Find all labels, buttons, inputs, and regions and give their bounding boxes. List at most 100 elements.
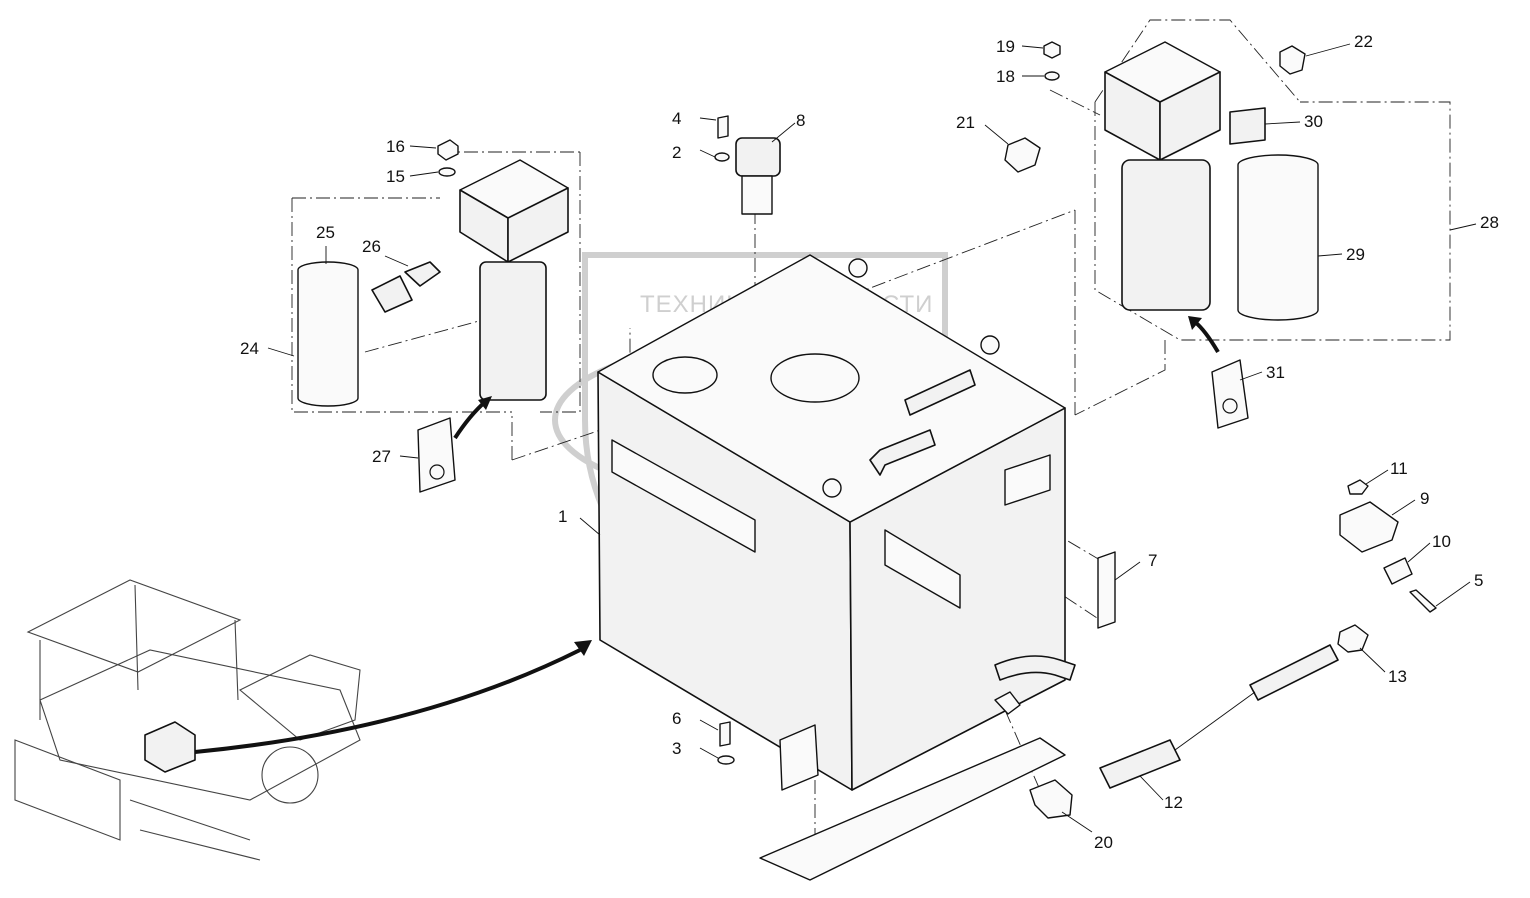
- left-filter-bowl: [479, 261, 547, 401]
- callout-31: 31: [1266, 363, 1285, 382]
- leader-30: [1264, 121, 1301, 125]
- plug-22: [1279, 45, 1306, 75]
- callout-21: 21: [956, 113, 975, 132]
- arrow-head-31: [1188, 316, 1202, 330]
- callout-29: 29: [1346, 245, 1365, 264]
- tank-port-left: [652, 356, 718, 394]
- leader-4: [699, 117, 717, 121]
- callout-19: 19: [996, 37, 1015, 56]
- nut-13: [1337, 624, 1369, 653]
- mounting-rail: [759, 737, 1066, 881]
- leader-27: [399, 455, 419, 459]
- leader-10: [1407, 542, 1431, 563]
- bag-31: [1211, 359, 1249, 429]
- right-filter-assembly: [1004, 41, 1319, 429]
- leader-11: [1365, 469, 1389, 485]
- breather-cap-assembly: [714, 115, 781, 215]
- callout-26: 26: [362, 237, 381, 256]
- nut-11: [1347, 479, 1369, 495]
- leader-21: [984, 124, 1009, 145]
- right-filter-frame: [1094, 19, 1451, 341]
- clamp-9: [1339, 501, 1399, 553]
- machine-body: [39, 649, 361, 801]
- leader-13: [1359, 647, 1386, 673]
- leader-12: [1139, 775, 1164, 801]
- leader-7: [1114, 561, 1141, 581]
- sight-gauge-7: [1097, 551, 1116, 629]
- location-arrow: [194, 648, 581, 754]
- left-filter-element-25: [297, 261, 359, 407]
- callout-7: 7: [1148, 551, 1157, 570]
- bolt-4: [717, 115, 729, 139]
- leader-28: [1449, 223, 1477, 231]
- fitting-near-20: [994, 691, 1021, 715]
- leader-5: [1435, 581, 1471, 607]
- callout-10: 10: [1432, 532, 1451, 551]
- callout-25: 25: [316, 223, 335, 242]
- leader-26: [384, 255, 409, 267]
- right-filter-element-29: [1237, 154, 1319, 321]
- elbow-20: [1029, 779, 1073, 819]
- hose-12: [1099, 644, 1339, 789]
- left-filter-axis: [364, 317, 491, 353]
- callout-8: 8: [796, 111, 805, 130]
- cap-axis: [1049, 89, 1101, 116]
- callout-4: 4: [672, 109, 681, 128]
- side-parts: [717, 479, 1437, 881]
- callout-12: 12: [1164, 793, 1183, 812]
- callout-1: 1: [558, 507, 567, 526]
- tank-bottom-bracket: [779, 724, 819, 791]
- left-filter-head-side: [507, 187, 569, 263]
- tank-axis-right: [1074, 210, 1166, 416]
- tank-lifting-eye-1: [848, 258, 868, 278]
- leader-3: [699, 747, 719, 759]
- leader-2: [699, 149, 716, 158]
- washer-3: [717, 755, 735, 765]
- machine-tank-highlight: [144, 721, 196, 773]
- callout-20: 20: [1094, 833, 1113, 852]
- washer-15: [438, 167, 456, 177]
- callout-18: 18: [996, 67, 1015, 86]
- tank-hose-pipes: [869, 369, 976, 476]
- install-arrow-31: [1193, 320, 1220, 354]
- callout-22: 22: [1354, 32, 1373, 51]
- machine-pillars: [39, 584, 239, 720]
- callout-5: 5: [1474, 571, 1483, 590]
- biohazard-icon-27: [429, 464, 445, 480]
- callout-28: 28: [1480, 213, 1499, 232]
- plug-21: [1004, 137, 1041, 173]
- tank-drain-pipe: [994, 655, 1076, 681]
- tank-side-plate: [884, 529, 961, 609]
- leader-8: [771, 122, 796, 143]
- bag-27: [417, 417, 456, 493]
- washer-18: [1044, 71, 1060, 81]
- tank-top-bracket: [1004, 454, 1051, 506]
- leader-9: [1391, 499, 1416, 516]
- sensor-30: [1229, 107, 1266, 145]
- right-filter-head-side: [1159, 71, 1221, 161]
- tank-lifting-eye-3: [822, 478, 842, 498]
- nut-16: [437, 139, 459, 161]
- tank-baffle-bracket: [611, 439, 756, 553]
- location-arrow-head: [574, 640, 592, 656]
- arrow-head-27: [478, 396, 492, 410]
- callout-15: 15: [386, 167, 405, 186]
- tank-lifting-eye-2: [980, 335, 1000, 355]
- leader-6: [699, 719, 719, 731]
- leader-20: [1061, 811, 1093, 833]
- callout-30: 30: [1304, 112, 1323, 131]
- callout-numbers: 1 2 3 4 5 6 7 8 9 10 11 12 13 15 16 18 1…: [240, 32, 1499, 852]
- tank-port-right: [770, 353, 860, 403]
- leader-16: [409, 145, 437, 149]
- leader-24: [267, 347, 295, 357]
- left-filter-frame: [291, 151, 581, 413]
- callout-27: 27: [372, 447, 391, 466]
- callout-9: 9: [1420, 489, 1429, 508]
- bolt-6: [719, 721, 731, 747]
- washer-2: [714, 152, 730, 162]
- callout-3: 3: [672, 739, 681, 758]
- callout-24: 24: [240, 339, 259, 358]
- callout-6: 6: [672, 709, 681, 728]
- plate-10: [1383, 557, 1413, 585]
